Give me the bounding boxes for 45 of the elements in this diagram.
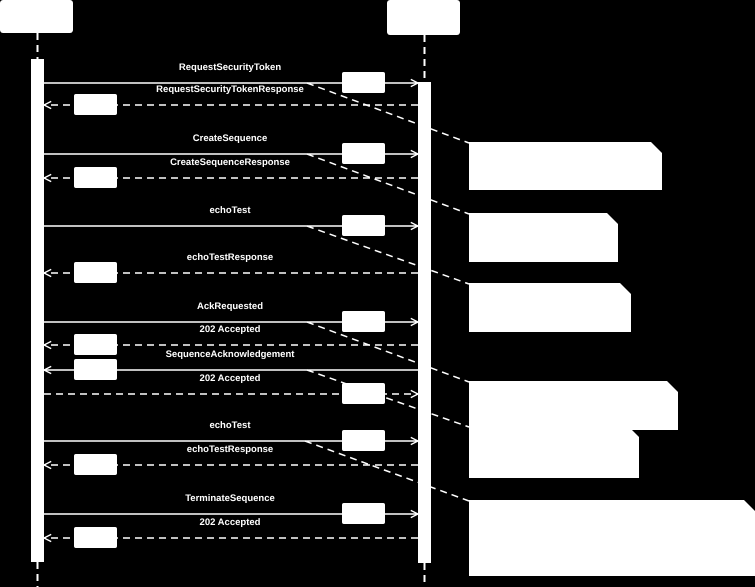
message-label: CreateSequenceResponse xyxy=(170,157,290,168)
participant-box xyxy=(0,0,73,33)
message-label: echoTestResponse xyxy=(186,252,274,263)
message-arrow xyxy=(43,100,418,110)
message-label: AckRequested xyxy=(197,301,263,312)
note-shape xyxy=(469,283,631,332)
note-shape xyxy=(469,142,662,190)
message-arrow xyxy=(44,150,419,158)
message-label: 202 Accepted xyxy=(200,324,260,335)
message-label: CreateSequence xyxy=(192,133,268,144)
leader-line xyxy=(306,369,470,428)
message-label: 202 Accepted xyxy=(200,373,260,384)
lifeline xyxy=(36,33,38,59)
note-shape xyxy=(469,213,618,262)
message-label: echoTestResponse xyxy=(186,444,274,455)
leader-line xyxy=(304,440,470,502)
activation-bar xyxy=(31,59,44,562)
message-label: echoTest xyxy=(210,205,250,216)
leader-line xyxy=(306,82,470,144)
leader-line xyxy=(306,153,470,215)
message-arrow xyxy=(44,222,419,230)
note-shape xyxy=(469,500,755,576)
message-arrow xyxy=(43,366,418,374)
message-arrow xyxy=(44,436,419,446)
participant-box xyxy=(387,0,460,35)
message-arrow xyxy=(43,174,418,182)
message-arrow xyxy=(43,340,418,350)
message-arrow xyxy=(44,318,419,326)
lifeline xyxy=(36,562,38,587)
message-label: RequestSecurityToken xyxy=(178,62,282,73)
message-label: RequestSecurityTokenResponse xyxy=(156,84,304,95)
message-label: SequenceAcknowledgement xyxy=(166,349,294,360)
note-shape xyxy=(469,381,678,430)
message-arrow xyxy=(44,510,419,518)
message-arrow xyxy=(43,460,418,470)
message-label: TerminateSequence xyxy=(185,493,275,504)
message-label: 202 Accepted xyxy=(200,517,260,528)
leader-line xyxy=(306,321,470,383)
message-arrow xyxy=(43,268,418,278)
leader-line xyxy=(306,225,470,285)
message-arrow xyxy=(43,534,418,542)
message-label: echoTest xyxy=(210,420,250,431)
activation-bar xyxy=(418,82,431,563)
message-arrow xyxy=(44,390,419,398)
message-arrow xyxy=(44,78,419,88)
